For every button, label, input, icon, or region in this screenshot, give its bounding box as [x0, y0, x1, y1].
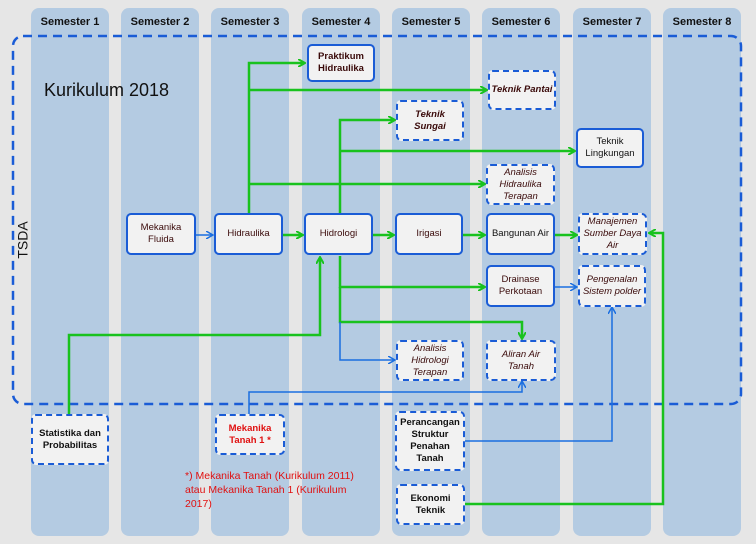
- node-aliran-air-tanah[interactable]: Aliran Air Tanah: [486, 340, 556, 381]
- node-manajemen-sumber-daya-air[interactable]: Manajemen Sumber Daya Air: [578, 213, 647, 255]
- arrow-hidrologi-to-analisis-hidrologi: [339, 322, 394, 360]
- node-mekanika-fluida[interactable]: Mekanika Fluida: [126, 213, 196, 255]
- arrow-perancangan-to-pengenalan: [464, 308, 612, 442]
- semester-header-4: Semester 4: [311, 16, 371, 28]
- footnote-mekanika-tanah: *) Mekanika Tanah (Kurikulum 2011) atau …: [185, 470, 354, 510]
- node-ekonomi-teknik[interactable]: Ekonomi Teknik: [396, 484, 465, 525]
- semester-header-8: Semester 8: [672, 16, 732, 28]
- node-drainase-perkotaan[interactable]: Drainase Perkotaan: [486, 265, 555, 307]
- node-pengenalan-sistem-polder[interactable]: Pengenalan Sistem polder: [578, 265, 646, 307]
- node-teknik-sungai[interactable]: Teknik Sungai: [396, 100, 464, 141]
- semester-column-8: [663, 8, 741, 536]
- arrow-mekanika-tanah-to-aliran-air-tanah: [248, 382, 522, 414]
- node-praktikum-hidraulika[interactable]: Praktikum Hidraulika: [307, 44, 375, 82]
- semester-header-3: Semester 3: [220, 16, 280, 28]
- semester-column-2: [121, 8, 199, 536]
- tsda-group-boundary: [11, 34, 743, 406]
- node-teknik-pantai[interactable]: Teknik Pantai: [488, 70, 556, 110]
- semester-header-6: Semester 6: [491, 16, 551, 28]
- arrow-ekonomi-to-manajemen: [464, 233, 665, 506]
- node-irigasi[interactable]: Irigasi: [395, 213, 463, 255]
- semester-header-5: Semester 5: [401, 16, 461, 28]
- node-statistika-dan-probabilitas[interactable]: Statistika dan Probabilitas: [31, 414, 109, 465]
- semester-header-2: Semester 2: [130, 16, 190, 28]
- node-perancangan-struktur-penahan-tanah[interactable]: Perancangan Struktur Penahan Tanah: [395, 411, 465, 471]
- node-hidrologi[interactable]: Hidrologi: [304, 213, 373, 255]
- node-mekanika-tanah-1[interactable]: Mekanika Tanah 1 *: [215, 414, 285, 455]
- node-analisis-hidrologi-terapan[interactable]: Analisis Hidrologi Terapan: [396, 340, 464, 381]
- curriculum-title: Kurikulum 2018: [44, 80, 170, 100]
- arrow-statistika-to-hidrologi: [67, 258, 320, 414]
- semester-header-1: Semester 1: [40, 16, 100, 28]
- tsda-group-label: TSDA: [14, 221, 31, 259]
- arrow-hidrologi-to-drainase: [338, 256, 484, 287]
- node-hidraulika[interactable]: Hidraulika: [214, 213, 283, 255]
- node-analisis-hidraulika-terapan[interactable]: Analisis Hidraulika Terapan: [486, 164, 555, 205]
- node-bangunan-air[interactable]: Bangunan Air: [486, 213, 555, 255]
- semester-header-7: Semester 7: [582, 16, 642, 28]
- node-teknik-lingkungan[interactable]: Teknik Lingkungan: [576, 128, 644, 168]
- arrow-hidrologi-to-aliran-air-tanah: [338, 287, 522, 338]
- arrow-hidraulika-to-praktikum: [247, 63, 304, 214]
- arrow-hidrologi-to-teknik-sungai: [338, 120, 394, 214]
